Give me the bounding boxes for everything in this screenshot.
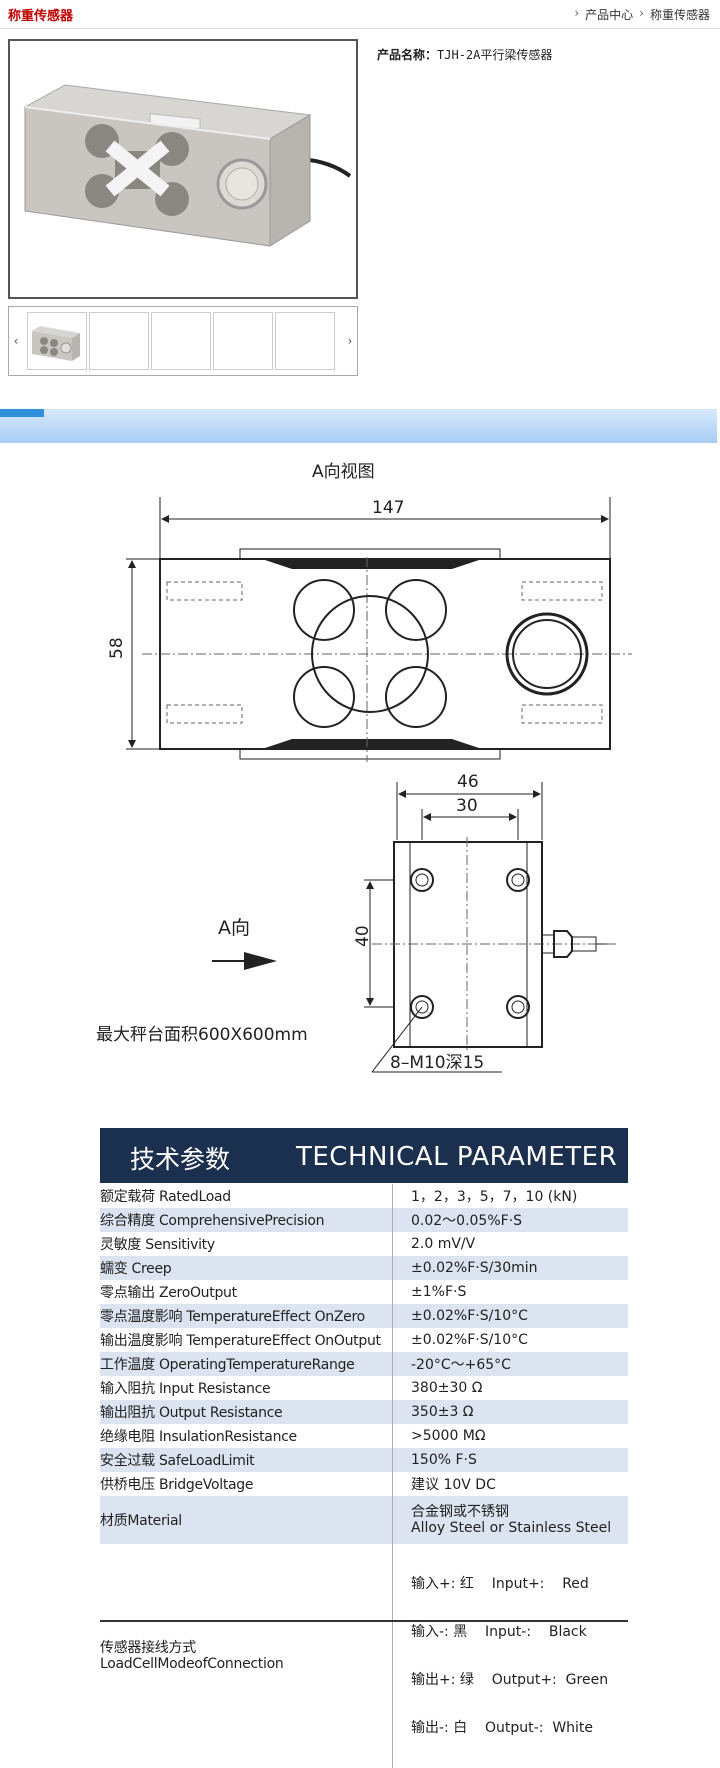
table-row: 供桥电压 BridgeVoltage 建议 10V DC <box>100 1472 628 1496</box>
table-row: 输入阻抗 Input Resistance 380±30 Ω <box>100 1376 628 1400</box>
material-line: 合金钢或不锈钢 <box>411 1504 509 1520</box>
param-value: 380±30 Ω <box>392 1376 628 1400</box>
thumb-prev-button[interactable]: ‹ <box>13 334 19 348</box>
param-key: 供桥电压 BridgeVoltage <box>100 1477 254 1493</box>
table-row: 输出温度影响 TemperatureEffect OnOutput ±0.02%F… <box>100 1328 628 1352</box>
breadcrumb-load-cell[interactable]: 称重传感器 <box>649 8 710 22</box>
thumbnail-1[interactable] <box>27 312 87 370</box>
breadcrumb: › 产品中心 › 称重传感器 <box>574 6 710 23</box>
param-key: 输出阻抗 Output Resistance <box>100 1400 393 1424</box>
thumbnail-3[interactable] <box>151 312 211 370</box>
product-main-image[interactable] <box>8 39 358 299</box>
param-value: ±0.02%F·S/10°C <box>392 1304 628 1328</box>
breadcrumb-separator: › <box>639 6 644 20</box>
param-value: -20°C～+65°C <box>392 1352 628 1376</box>
param-value: ±1%F·S <box>392 1280 628 1304</box>
param-value: 输入+: 红 Input+: Red 输入-: 黑 Input-: Black … <box>392 1544 628 1768</box>
param-key: 输出温度影响 TemperatureEffect OnOutput <box>100 1333 381 1349</box>
param-value: 150% F·S <box>392 1448 628 1472</box>
top-bar: 称重传感器 › 产品中心 › 称重传感器 <box>0 0 720 29</box>
param-key: 材质Material <box>100 1496 393 1544</box>
param-key: 额定载荷 RatedLoad <box>100 1189 231 1205</box>
param-key: 输入阻抗 Input Resistance <box>100 1381 271 1397</box>
technical-drawing: A向视图 147 58 4 <box>72 447 644 1092</box>
connection-key-cn: 传感器接线方式 <box>100 1640 196 1656</box>
param-value: 2.0 mV/V <box>392 1232 628 1256</box>
param-value: 建议 10V DC <box>392 1472 628 1496</box>
param-title-en: TECHNICAL PARAMETER <box>296 1142 618 1172</box>
category-title: 称重传感器 <box>8 9 74 24</box>
param-value: >5000 MΩ <box>392 1424 628 1448</box>
param-title-cn: 技术参数 <box>130 1145 231 1174</box>
table-row: 蠕变 Creep±0.02%F·S/30min <box>100 1256 628 1280</box>
thumb-next-button[interactable]: › <box>347 334 353 348</box>
table-bottom-rule <box>100 1620 628 1622</box>
param-key: 综合精度 ComprehensivePrecision <box>100 1208 393 1232</box>
param-key: 工作温度 OperatingTemperatureRange <box>100 1352 393 1376</box>
param-value: ±0.02%F·S/30min <box>392 1256 628 1280</box>
connection-key-en: LoadCellModeofConnection <box>100 1656 284 1672</box>
connection-line: 输出-: 白 Output-: White <box>411 1720 594 1736</box>
max-platform-text: 最大秤台面积600X600mm <box>96 1025 308 1045</box>
view-title: A向视图 <box>312 462 375 482</box>
thread-spec: 8–M10深15 <box>390 1053 484 1073</box>
breadcrumb-product-center[interactable]: 产品中心 <box>585 8 634 22</box>
param-key: 绝缘电阻 InsulationResistance <box>100 1429 297 1445</box>
parameter-table: 额定载荷 RatedLoad 1，2，3，5，7，10 (kN) 综合精度 Com… <box>100 1184 628 1768</box>
table-row: 零点温度影响 TemperatureEffect OnZero±0.02%F·S… <box>100 1304 628 1328</box>
param-value: ±0.02%F·S/10°C <box>392 1328 628 1352</box>
dim-side: 40 <box>353 925 373 947</box>
table-row: 传感器接线方式 LoadCellModeofConnection 输入+: 红 … <box>100 1544 628 1768</box>
param-header: 技术参数 TECHNICAL PARAMETER <box>100 1128 628 1183</box>
connection-line: 输入-: 黑 Input-: Black <box>411 1624 587 1640</box>
param-key: 安全过载 SafeLoadLimit <box>100 1448 393 1472</box>
table-row: 绝缘电阻 InsulationResistance >5000 MΩ <box>100 1424 628 1448</box>
param-value: 350±3 Ω <box>392 1400 628 1424</box>
section-banner <box>0 409 717 443</box>
param-value: 0.02～0.05%F·S <box>392 1208 628 1232</box>
product-name-label: 产品名称： <box>377 48 438 62</box>
table-row: 灵敏度 Sensitivity 2.0 mV/V <box>100 1232 628 1256</box>
param-key: 灵敏度 Sensitivity <box>100 1237 215 1253</box>
connection-line: 输入+: 红 Input+: Red <box>411 1576 589 1592</box>
material-line: Alloy Steel or Stainless Steel <box>411 1520 612 1536</box>
param-key: 传感器接线方式 LoadCellModeofConnection <box>100 1544 393 1768</box>
load-cell-thumb <box>32 326 80 361</box>
table-row: 材质Material 合金钢或不锈钢 Alloy Steel or Stainl… <box>100 1496 628 1544</box>
table-row: 零点输出 ZeroOutput ±1%F·S <box>100 1280 628 1304</box>
table-row: 工作温度 OperatingTemperatureRange-20°C～+65°… <box>100 1352 628 1376</box>
load-cell-photo <box>23 84 352 247</box>
thumbnail-strip: ‹ › <box>8 306 358 376</box>
product-name-value: TJH-2A平行梁传感器 <box>437 48 553 62</box>
dimension-drawing: A向视图 147 58 4 <box>96 462 632 1073</box>
product-name: 产品名称：TJH-2A平行梁传感器 <box>377 46 552 63</box>
table-row: 额定载荷 RatedLoad 1，2，3，5，7，10 (kN) <box>100 1184 628 1208</box>
direction-label: A向 <box>218 917 250 939</box>
connection-line: 输出+: 绿 Output+: Green <box>411 1672 609 1688</box>
param-key: 蠕变 Creep <box>100 1256 393 1280</box>
param-value: 1，2，3，5，7，10 (kN) <box>392 1184 628 1208</box>
param-key: 零点温度影响 TemperatureEffect OnZero <box>100 1304 393 1328</box>
param-value: 合金钢或不锈钢 Alloy Steel or Stainless Steel <box>392 1496 628 1544</box>
thumbnail-5[interactable] <box>275 312 335 370</box>
thumbnail-4[interactable] <box>213 312 273 370</box>
dim-height: 58 <box>107 637 127 659</box>
param-key: 零点输出 ZeroOutput <box>100 1285 237 1301</box>
dim-hole-spacing: 30 <box>456 796 478 816</box>
thumbnail-2[interactable] <box>89 312 149 370</box>
breadcrumb-separator: › <box>574 6 580 20</box>
dim-width: 46 <box>457 772 479 792</box>
dim-length: 147 <box>372 498 404 518</box>
banner-accent <box>0 409 44 417</box>
